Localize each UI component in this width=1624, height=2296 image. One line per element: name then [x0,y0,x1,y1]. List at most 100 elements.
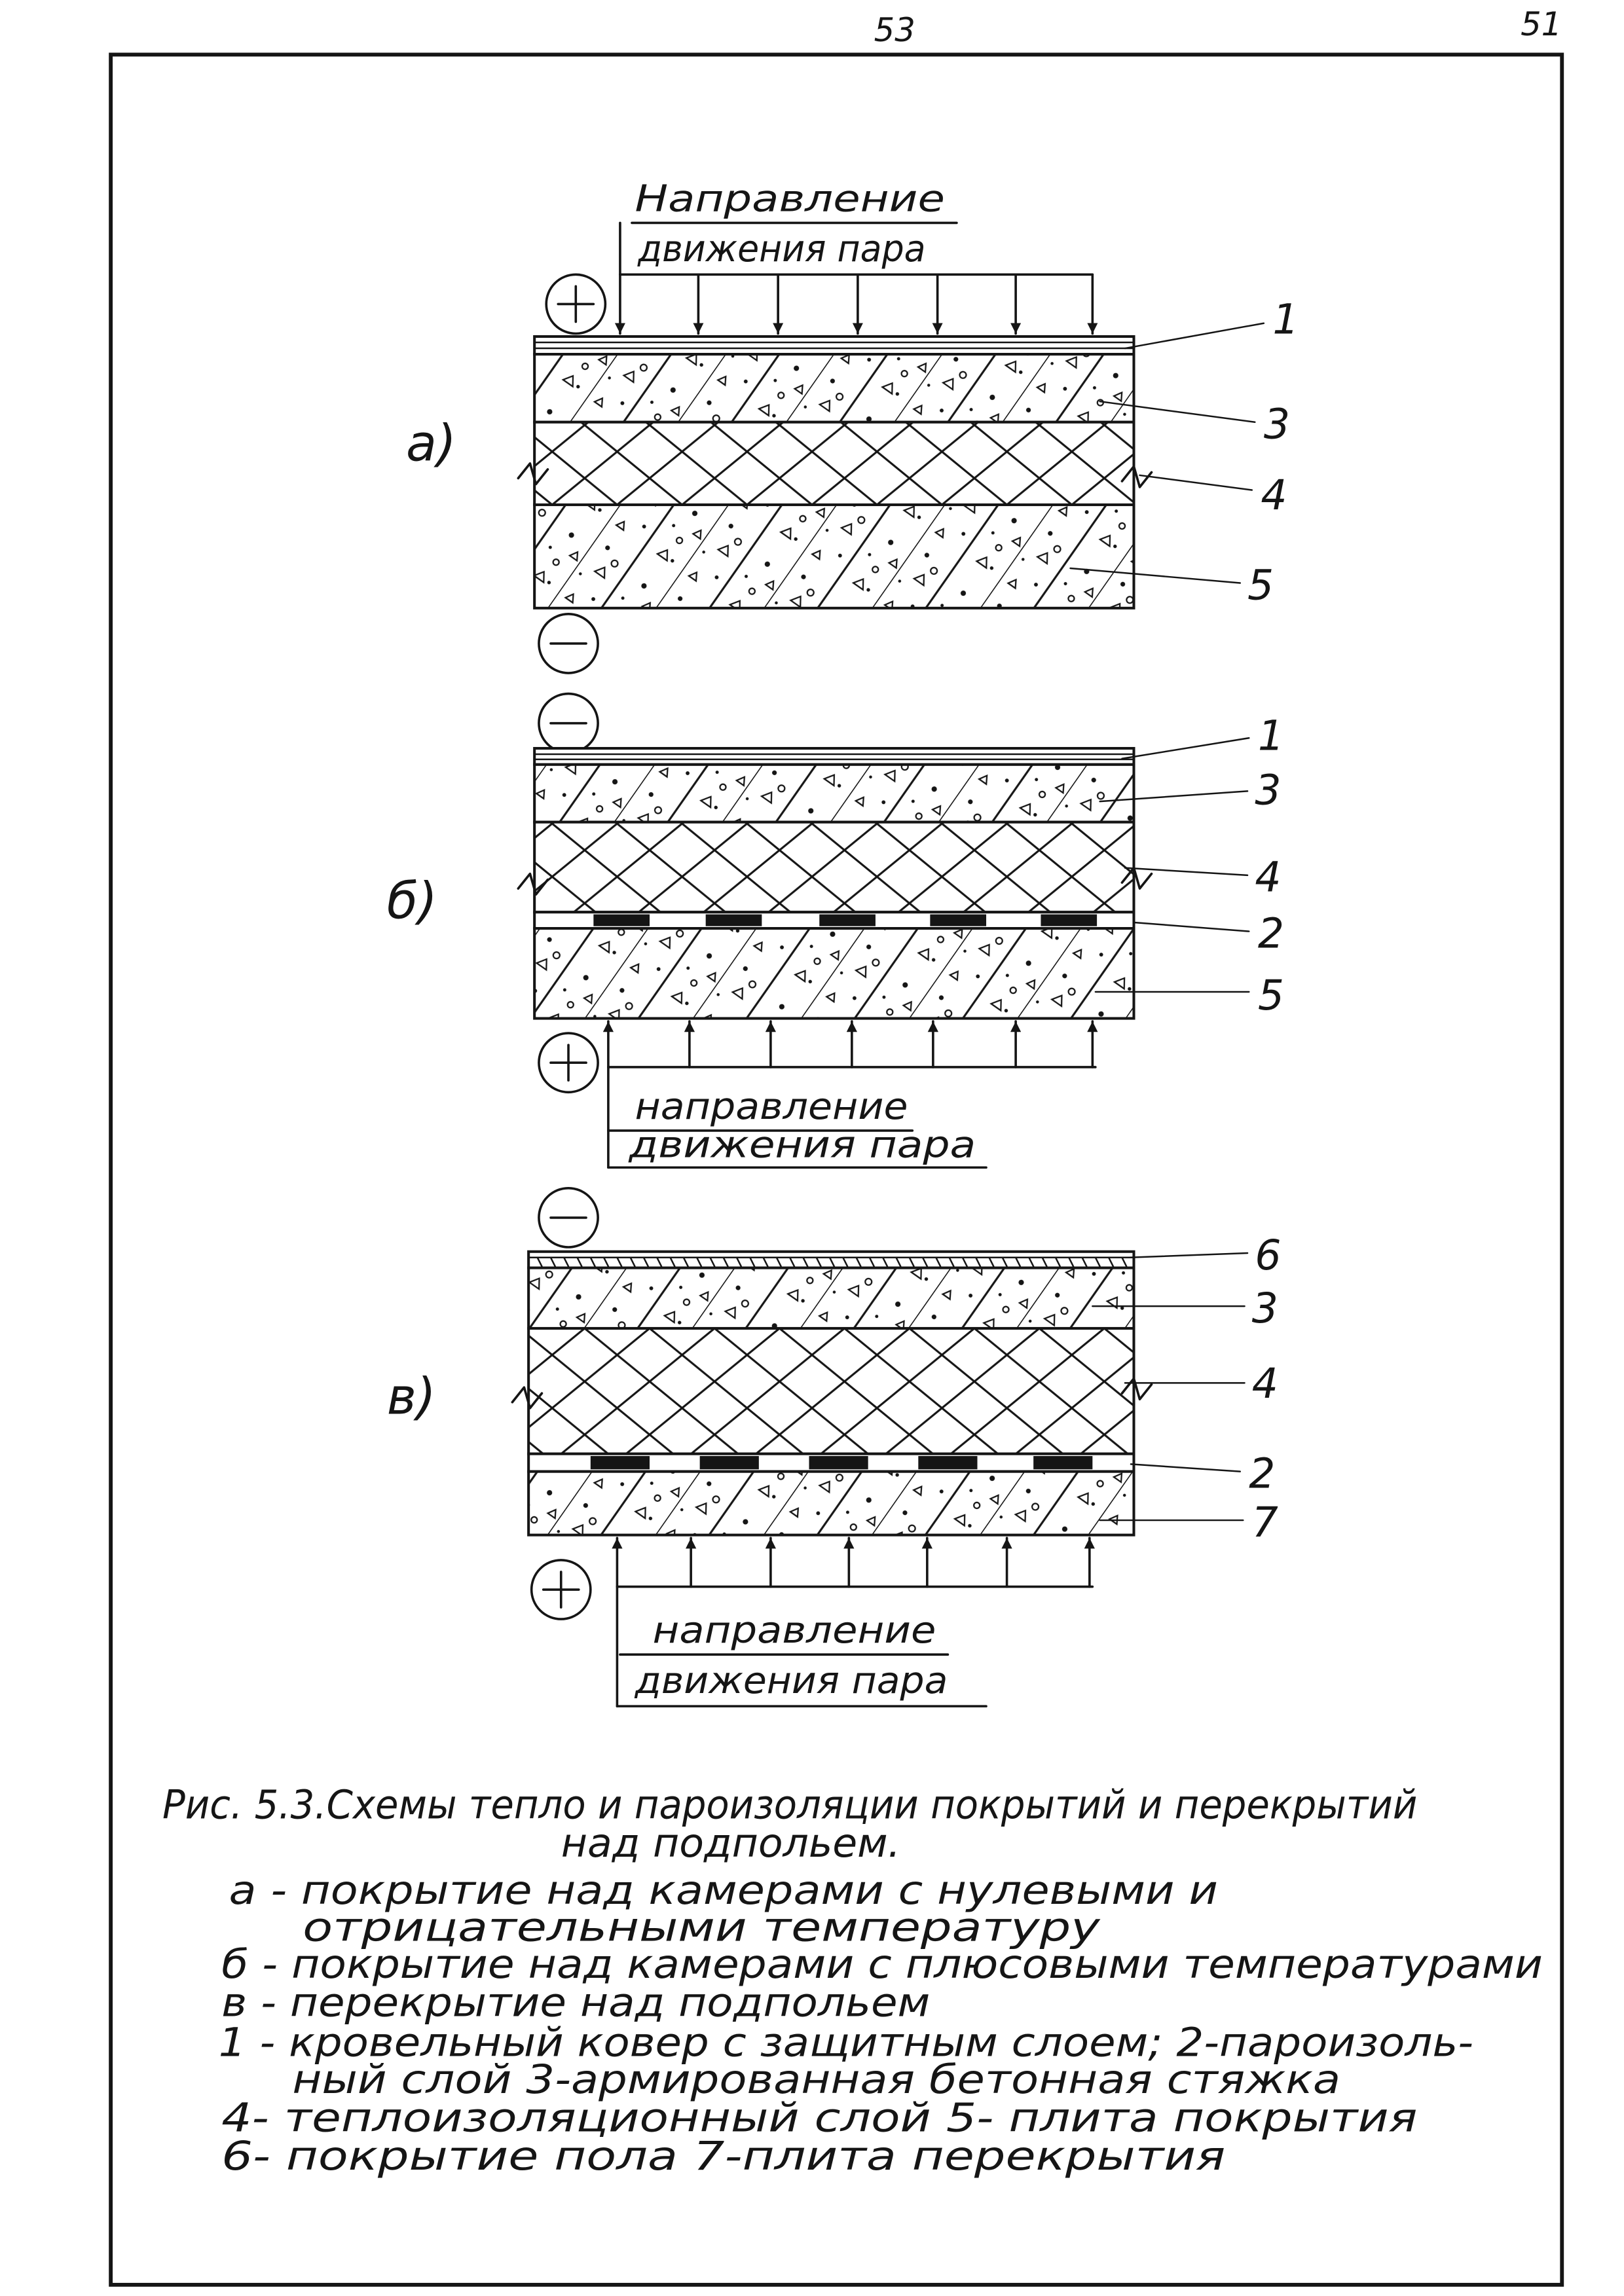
floor-covering-tick [828,1256,836,1267]
vapor-barrier-segment [930,914,987,926]
sign-circle [545,273,607,335]
sign-circle [538,1032,599,1094]
floor-covering-tick [855,1256,862,1267]
plus-circle-icon [530,1559,592,1620]
vapor-direction-label: направление [653,1609,936,1652]
legend-line: 6- покрытие пола 7-плита перекрытия [221,2134,1225,2179]
legend-line: 4- теплоизоляционный слой 5- плита покры… [221,2095,1417,2141]
layer-reinforced-screed [527,1266,1135,1330]
diagram-a: а) Направление движения пара 1 3 4 5 [406,177,1299,674]
layer-number: 3 [1255,766,1281,814]
floor-covering-tick [589,1256,596,1267]
vapor-direction-label: движения пара [637,228,926,270]
floor-covering-tick [921,1256,929,1267]
floor-covering-tick [895,1256,902,1267]
legend-line: в - перекрытие над подпольем [221,1980,930,2026]
break-mark [517,462,549,486]
floor-covering-tick [576,1256,583,1267]
layer-roofing-membrane [533,746,1135,766]
floor-covering-tick [948,1256,955,1267]
vapor-barrier-segment [918,1456,978,1470]
layer-vapor-barrier [533,911,1135,930]
vapor-direction-label: движения пара [628,1123,976,1166]
layer-number: 1 [1258,711,1284,759]
page-number-corner: 51 [1521,5,1562,43]
minus-circle-icon [538,613,599,674]
floor-covering-tick [616,1256,623,1267]
vapor-barrier-segment [809,1456,868,1470]
layer-floor-slab [527,1470,1135,1537]
layer-reinforced-screed [533,763,1135,824]
leader-line [1124,867,1249,877]
legend-line: ный слой 3-армированная бетонная стяжка [292,2057,1340,2103]
leader-line [1128,1252,1249,1259]
leader-line [1130,1463,1242,1472]
layer-roof-slab [533,503,1135,610]
break-mark [1120,1377,1153,1401]
diagram-b: б) 1 3 4 2 5 направлени [387,692,1284,1169]
floor-covering-tick [842,1256,849,1267]
floor-covering-tick [695,1256,703,1267]
vapor-barrier-segment [699,1456,759,1470]
floor-covering-tick [1054,1256,1061,1267]
sign-circle [538,1187,599,1248]
vapor-direction-label: движения пара [634,1660,948,1702]
floor-covering-tick [602,1256,610,1267]
plus-circle-icon [545,273,607,335]
floor-covering-tick [1014,1256,1022,1267]
layer-thermal-insulation [533,820,1135,914]
floor-covering-tick [669,1256,676,1267]
layer-number: 5 [1247,560,1274,609]
sign-circle [538,613,599,674]
break-mark [1120,465,1153,488]
leader-line [1124,322,1265,350]
leader-line [1139,474,1253,491]
legend-line: а - покрытие над камерами с нулевыми и [229,1868,1217,1914]
layer-number: 4 [1261,471,1287,519]
diagram-label: а) [406,414,456,473]
layer-band [533,746,1135,766]
floor-covering-tick [563,1256,570,1267]
layer-band [533,335,1135,356]
floor-covering-tick [1041,1256,1048,1267]
layer-number: 6 [1255,1231,1281,1279]
leader-line [1099,790,1249,803]
leader-line [1133,921,1250,932]
floor-covering-tick [749,1256,756,1267]
layer-floor-covering [527,1250,1135,1269]
diagram-label: в) [387,1368,436,1427]
break-mark [511,1386,544,1410]
caption-title: Рис. 5.3.Схемы тепло и пароизоляции покр… [162,1782,1417,1828]
floor-covering-tick [802,1256,809,1267]
leader-line [1121,737,1250,760]
floor-covering-tick [988,1256,995,1267]
floor-covering-tick [1121,1256,1128,1267]
floor-covering-tick [788,1256,796,1267]
sign-circle [530,1559,592,1620]
floor-covering-tick [709,1256,716,1267]
floor-covering-tick [868,1256,875,1267]
layer-thermal-insulation [527,1326,1135,1455]
vapor-flow-arrows [612,1537,1095,1588]
break-mark [517,872,549,896]
legend-line: б - покрытие над камерами с плюсовыми те… [221,1942,1543,1988]
vapor-barrier-segment [819,914,876,926]
vapor-barrier-segment [1033,1456,1093,1470]
floor-covering-tick [1081,1256,1088,1267]
floor-covering-tick [536,1256,543,1267]
layer-number: 4 [1252,1359,1278,1408]
floor-covering-tick [961,1256,968,1267]
diagram-label: б) [387,872,437,930]
vapor-direction-label: направление [635,1085,908,1128]
floor-covering-tick [815,1256,822,1267]
leader-line [1069,567,1242,584]
drawing-frame [109,52,1564,2287]
layer-number: 2 [1258,909,1284,957]
floor-covering-tick [1001,1256,1008,1267]
vapor-direction-label: Направление [635,177,944,220]
layer-roofing-membrane [533,335,1135,356]
leader-line [1099,400,1256,424]
legend-line: 1 - кровельный ковер с защитным слоем; 2… [219,2020,1473,2066]
